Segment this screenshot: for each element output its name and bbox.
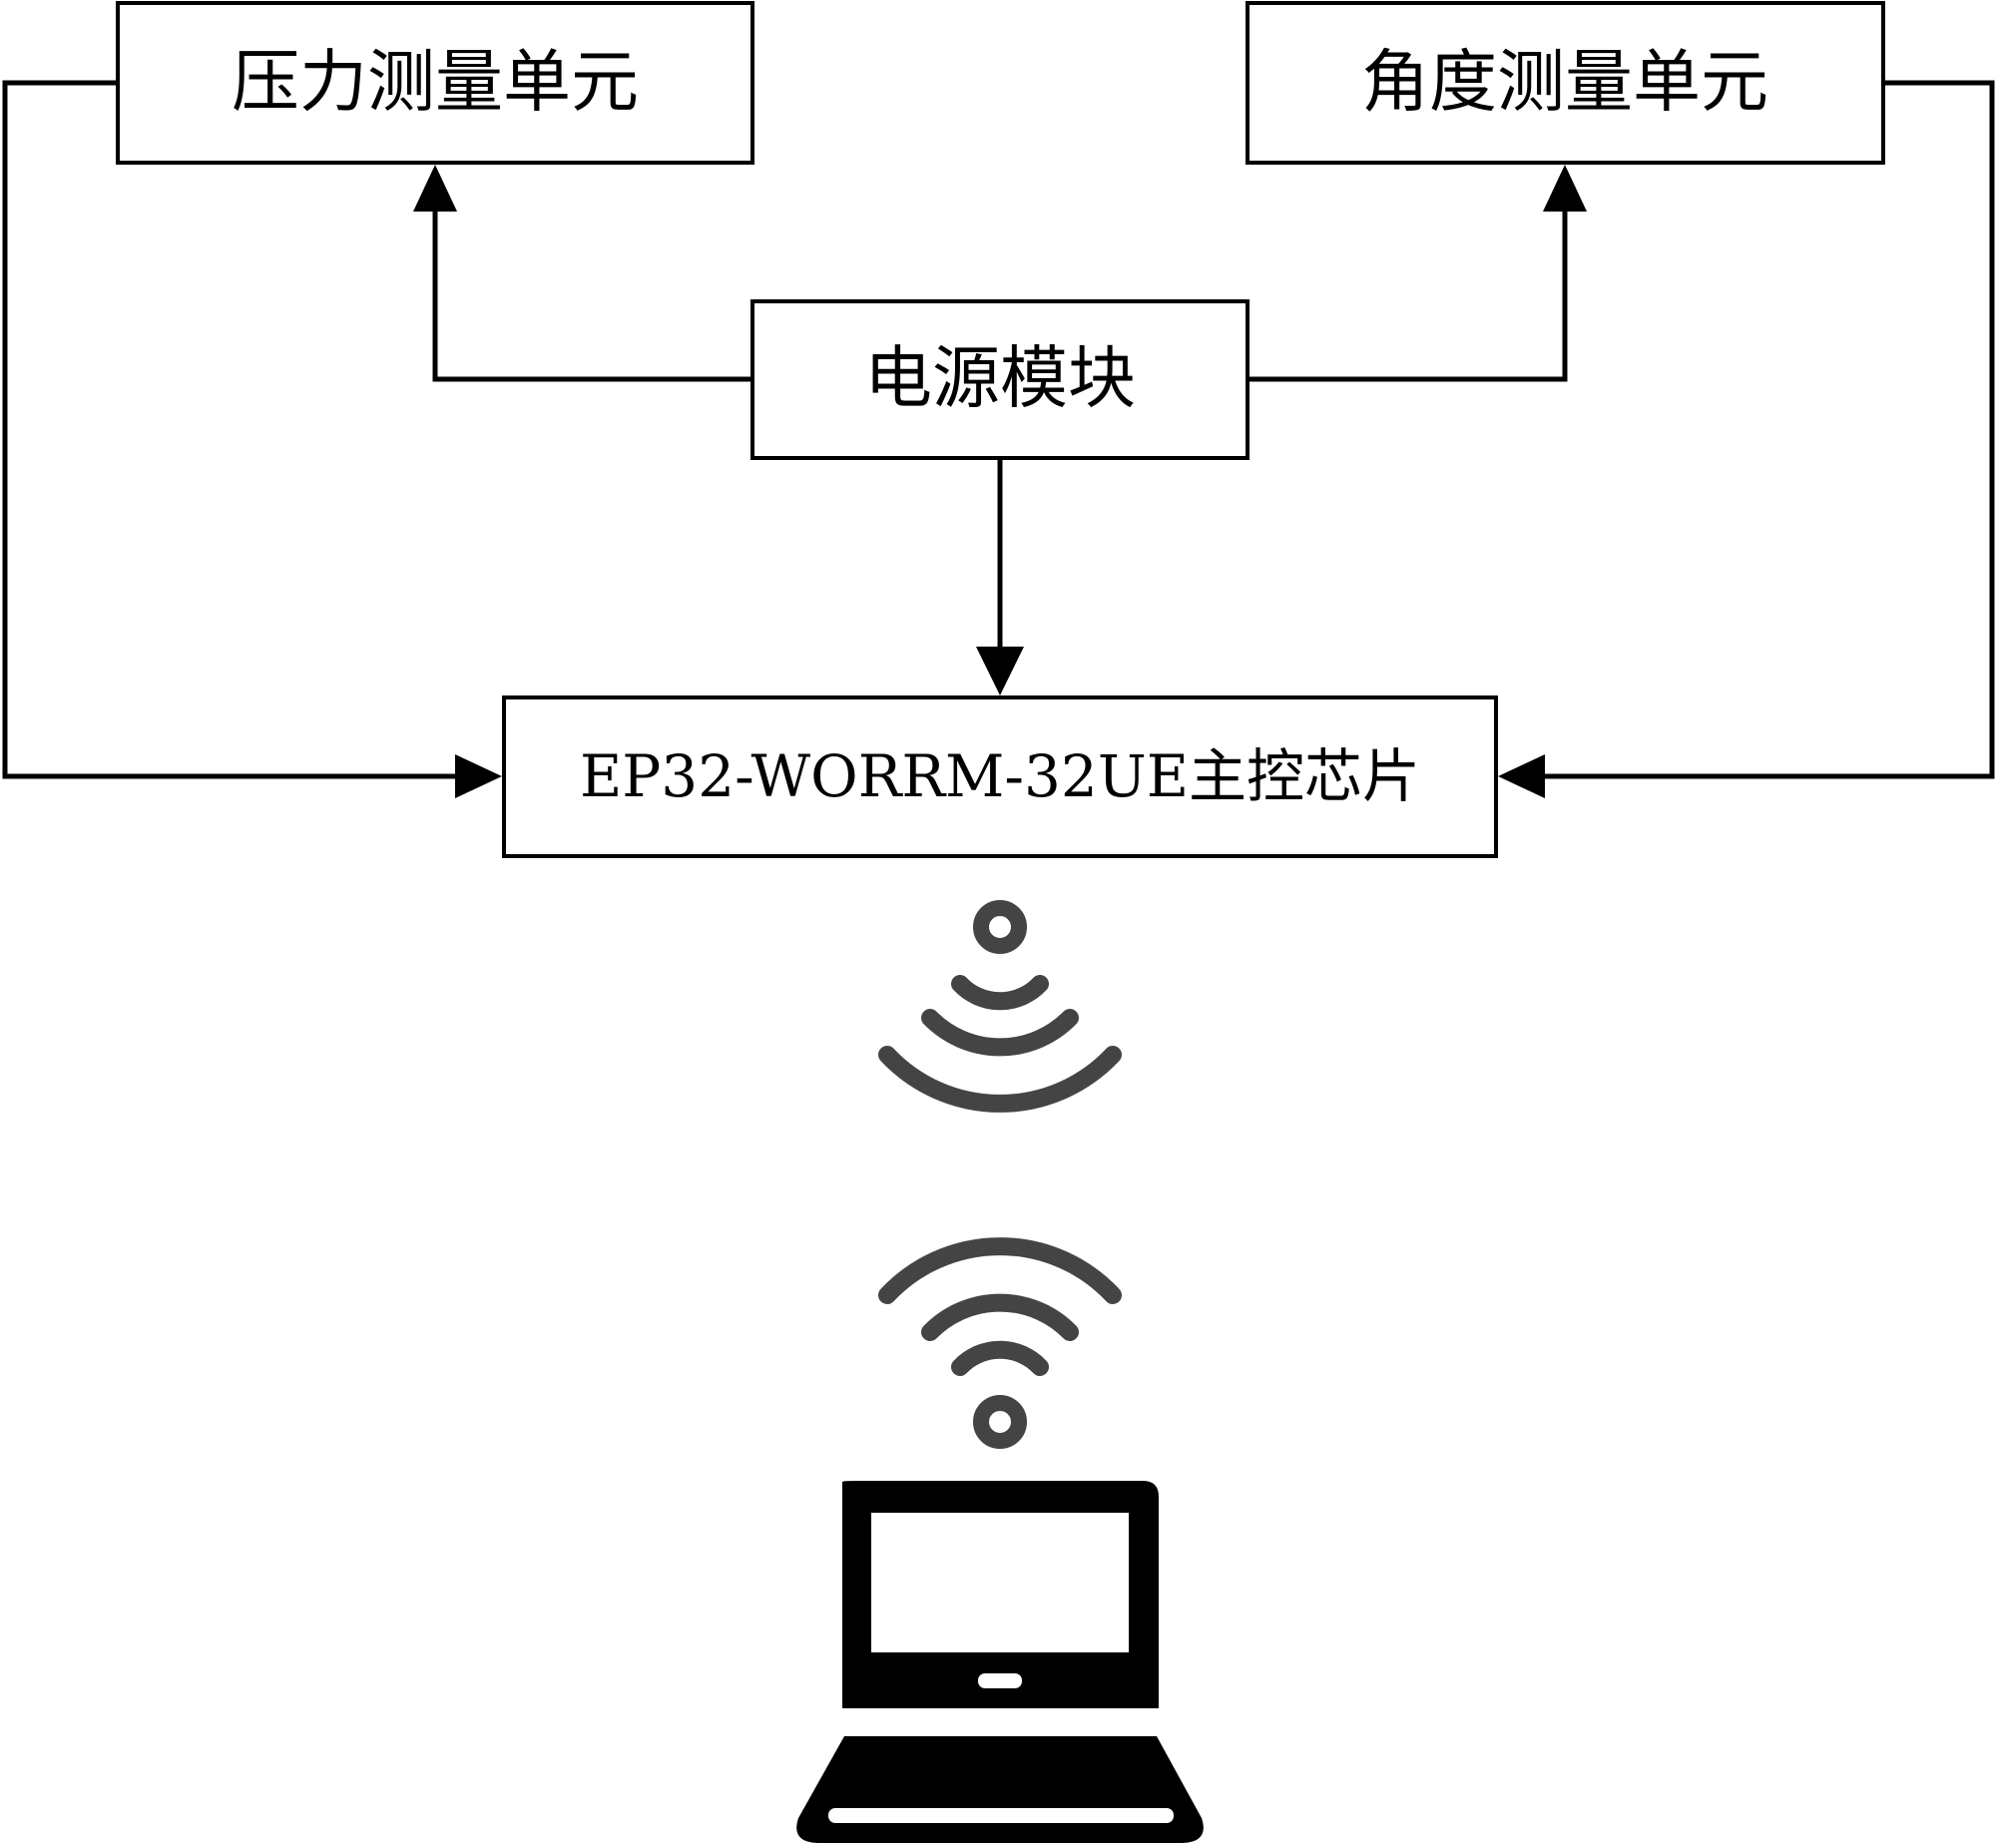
edge-power-to-chip (976, 458, 1024, 695)
arrowhead-down-chip (976, 647, 1024, 695)
power-module-label: 电源模块 (864, 340, 1136, 419)
edge-power-to-pressure (413, 165, 752, 382)
power-module-box: 电源模块 (750, 299, 1249, 460)
edge-pressure-to-chip (2, 80, 502, 798)
laptop-icon (796, 1481, 1204, 1843)
angle-unit-label: 角度测量单元 (1361, 44, 1768, 123)
angle-unit-box: 角度测量单元 (1246, 1, 1885, 165)
arrowhead-right-chip (455, 754, 502, 798)
edge-power-to-angle (1248, 165, 1587, 382)
wifi-signal-up-icon (878, 1237, 1122, 1449)
arrowhead-up-angle (1543, 165, 1587, 212)
main-chip-label: EP32-WORRM-32UE主控芯片 (580, 742, 1420, 810)
wifi-signal-down-icon (878, 900, 1122, 1113)
pressure-unit-label: 压力测量单元 (232, 44, 639, 123)
arrowhead-up-pressure (413, 165, 457, 212)
pressure-unit-box: 压力测量单元 (116, 1, 754, 165)
arrowhead-left-chip (1498, 754, 1545, 798)
edge-angle-to-chip (1498, 80, 1995, 798)
main-chip-box: EP32-WORRM-32UE主控芯片 (502, 695, 1498, 858)
